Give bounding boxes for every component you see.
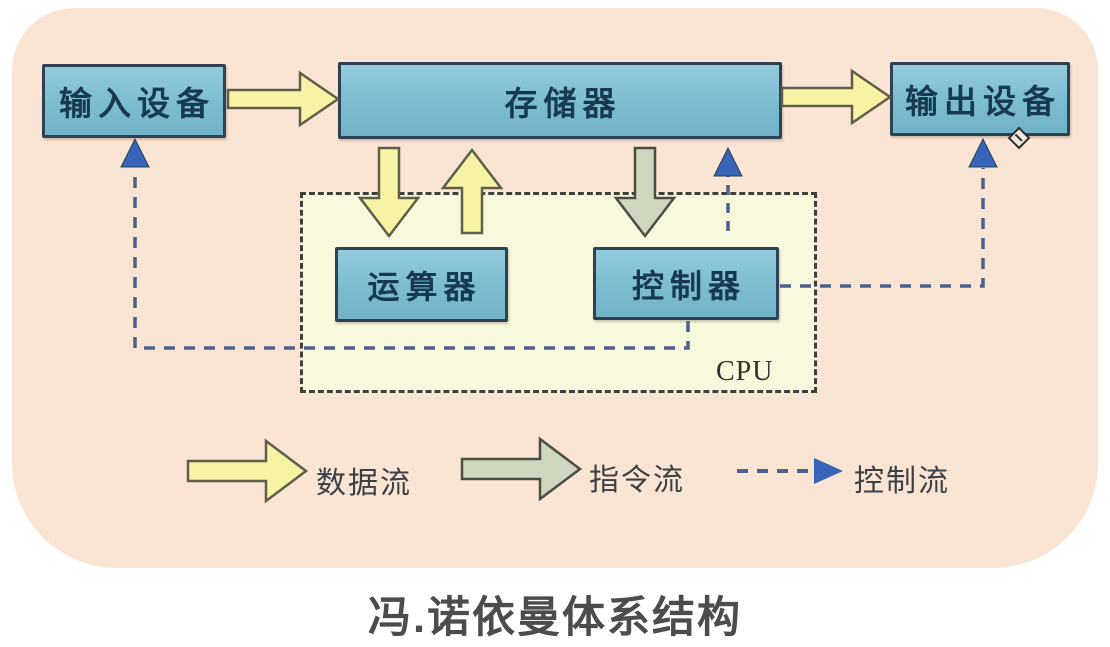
diagram-title: 冯.诺依曼体系结构 — [368, 594, 742, 642]
output-device-label: 输出设备 — [905, 85, 1061, 121]
memory-label: 存储器 — [504, 86, 622, 123]
legend-control-flow-label: 控制流 — [854, 465, 950, 498]
legend-instruction-flow-label: 指令流 — [589, 464, 685, 497]
legend-data-flow-label: 数据流 — [316, 467, 412, 500]
cpu-region-label: CPU — [716, 356, 774, 387]
control-unit-node: 控制器 — [593, 247, 779, 320]
pencil-cursor-icon — [1007, 126, 1031, 150]
memory-node: 存储器 — [338, 62, 782, 139]
input-device-label: 输入设备 — [59, 87, 215, 123]
alu-label: 运算器 — [367, 268, 482, 305]
output-device-node: 输出设备 — [890, 62, 1070, 136]
input-device-node: 输入设备 — [42, 64, 226, 138]
diagram-panel: 输入设备 存储器 输出设备 运算器 控制器 CPU 数据流 指令流 控制流 — [12, 8, 1098, 568]
control-unit-label: 控制器 — [631, 267, 746, 304]
alu-node: 运算器 — [335, 247, 508, 322]
